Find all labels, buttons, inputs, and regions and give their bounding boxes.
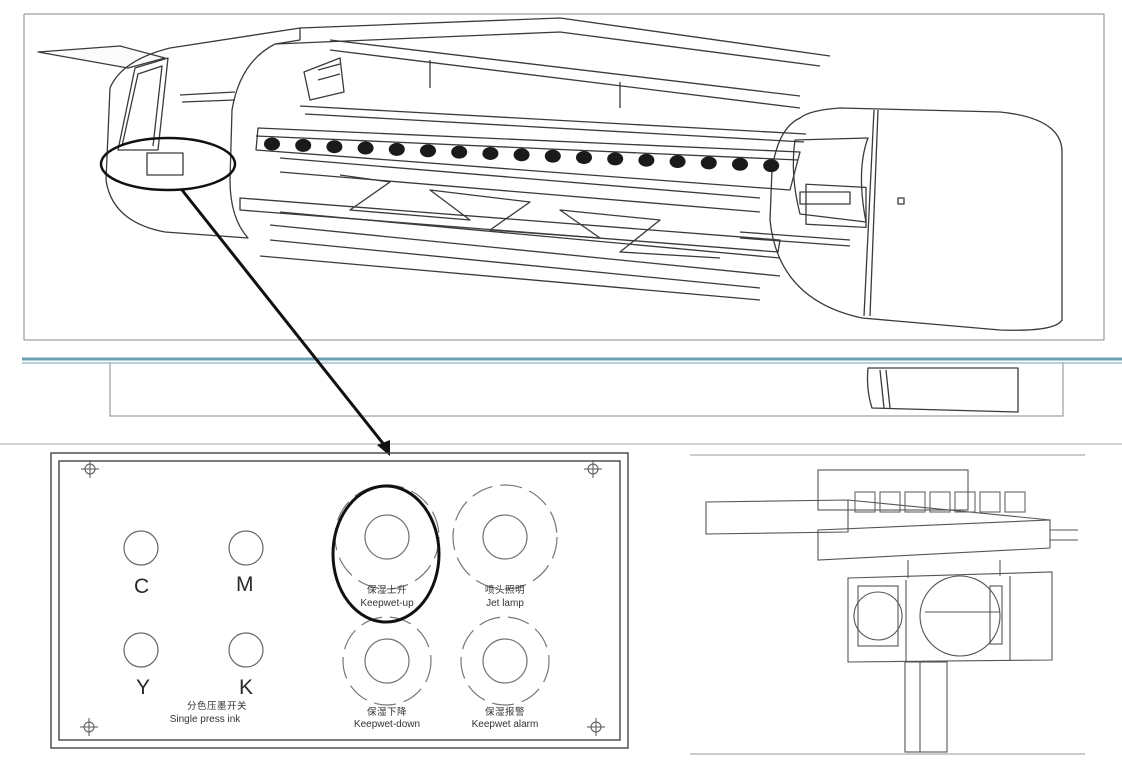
keepwet-down-label-cn: 保湿下降 [366, 707, 407, 718]
roller-holes [264, 137, 780, 173]
ink-label-c: C [134, 575, 150, 598]
callout-arrowhead [377, 440, 390, 456]
roller-hole [513, 148, 530, 162]
control-panel-outline [50, 452, 629, 749]
ink-label-k: K [239, 676, 254, 699]
roller-hole [700, 156, 717, 170]
roller-hole [482, 146, 499, 160]
ink-c-switch [123, 530, 159, 566]
roller-hole [763, 159, 780, 173]
ink-label-m: M [236, 573, 254, 596]
keepwet-up-label-en: Keepwet-up [360, 598, 414, 609]
ink-switch-label-cn: 分色压墨开关 [186, 701, 247, 712]
roller-hole [295, 138, 312, 152]
keepwet-down-label-en: Keepwet-down [353, 719, 421, 730]
roller-hole [388, 142, 405, 156]
roller-hole [544, 149, 561, 163]
ink-switch-label-en: Single press ink [169, 714, 241, 725]
roller-hole [357, 141, 374, 155]
figure-frames [0, 13, 1122, 445]
keepwet-up-label-cn: 保湿上升 [366, 585, 407, 596]
nozzle-assembly-drawing [690, 454, 1085, 755]
roller-hole [420, 144, 436, 158]
keepwet-alarm-label-en: Keepwet alarm [471, 719, 539, 730]
roller-hole [669, 155, 686, 169]
ink-label-y: Y [136, 676, 151, 699]
roller-hole [732, 157, 748, 171]
callout-arrow-line [180, 189, 387, 447]
keepwet-up-highlight [331, 484, 441, 624]
ink-switch-buttons [123, 530, 264, 668]
roller-hole [607, 152, 624, 166]
ink-m-switch [228, 530, 264, 566]
roller-hole [264, 137, 280, 151]
keepwet-alarm-label-cn: 保湿报警 [484, 707, 525, 718]
jet-lamp-label-en: Jet lamp [486, 598, 524, 609]
printer-body [37, 17, 1063, 413]
roller-hole [576, 151, 592, 164]
ink-y-switch [123, 632, 159, 668]
roller-hole [451, 145, 468, 159]
callout-ellipse [99, 136, 237, 192]
section-divider [22, 357, 1122, 364]
registration-marks [80, 460, 605, 736]
jet-lamp-label-cn: 喷头照明 [484, 585, 525, 596]
ink-k-switch [228, 632, 264, 668]
roller-hole [326, 140, 343, 154]
roller-hole [638, 153, 655, 167]
